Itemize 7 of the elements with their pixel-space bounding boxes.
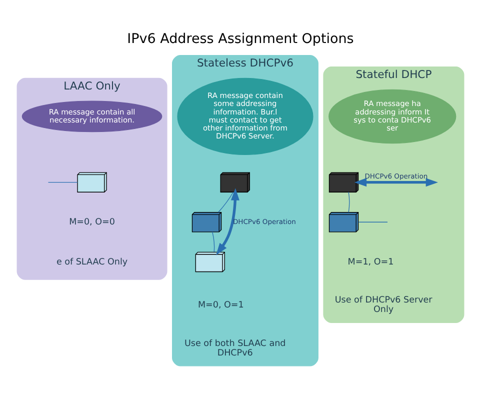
node-text: M=0, O=1 — [197, 300, 244, 310]
diagram-title: IPv6 Address Assignment Options — [126, 30, 354, 47]
node-text: M=0, O=0 — [68, 216, 114, 227]
node-text: e of SLAAC Only — [56, 256, 128, 267]
node-text: Use of DHCPv6 Server Only — [334, 295, 432, 315]
node-text: M=1, O=1 — [347, 256, 394, 267]
node-text: Use of both SLAAC and DHCPv6 — [184, 338, 286, 358]
